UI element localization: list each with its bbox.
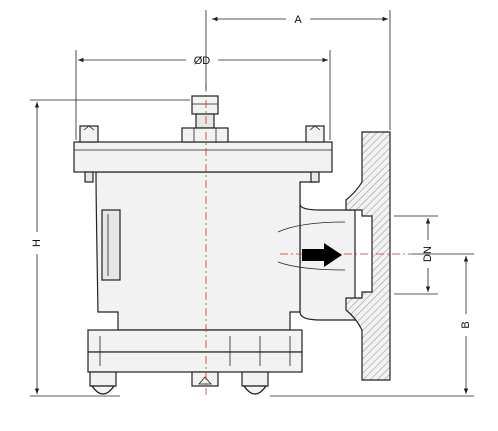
dimension-d: ØD (75, 50, 331, 140)
dimension-h: H (30, 99, 190, 397)
drain-plug (191, 371, 219, 387)
bottom-bolt-left (89, 371, 117, 395)
dimension-dn: DN (394, 215, 438, 295)
bottom-bolt-right (241, 371, 269, 395)
dimension-b: B (270, 253, 474, 397)
top-bolt-left (79, 125, 99, 183)
dimension-label-h: H (31, 239, 43, 247)
dimension-label-b: B (460, 321, 472, 328)
bottom-flange-lower (87, 351, 303, 373)
top-cover (73, 141, 333, 173)
bottom-flange-upper (87, 329, 303, 353)
strainer-body (73, 95, 391, 395)
sight-window (101, 209, 121, 281)
top-bolt-right (305, 125, 325, 183)
dimension-a: A (205, 10, 391, 130)
dimension-label-d: ØD (194, 55, 211, 67)
vent-valve (181, 95, 229, 143)
flow-direction-arrow (302, 243, 342, 267)
dimension-label-a: A (294, 14, 302, 26)
